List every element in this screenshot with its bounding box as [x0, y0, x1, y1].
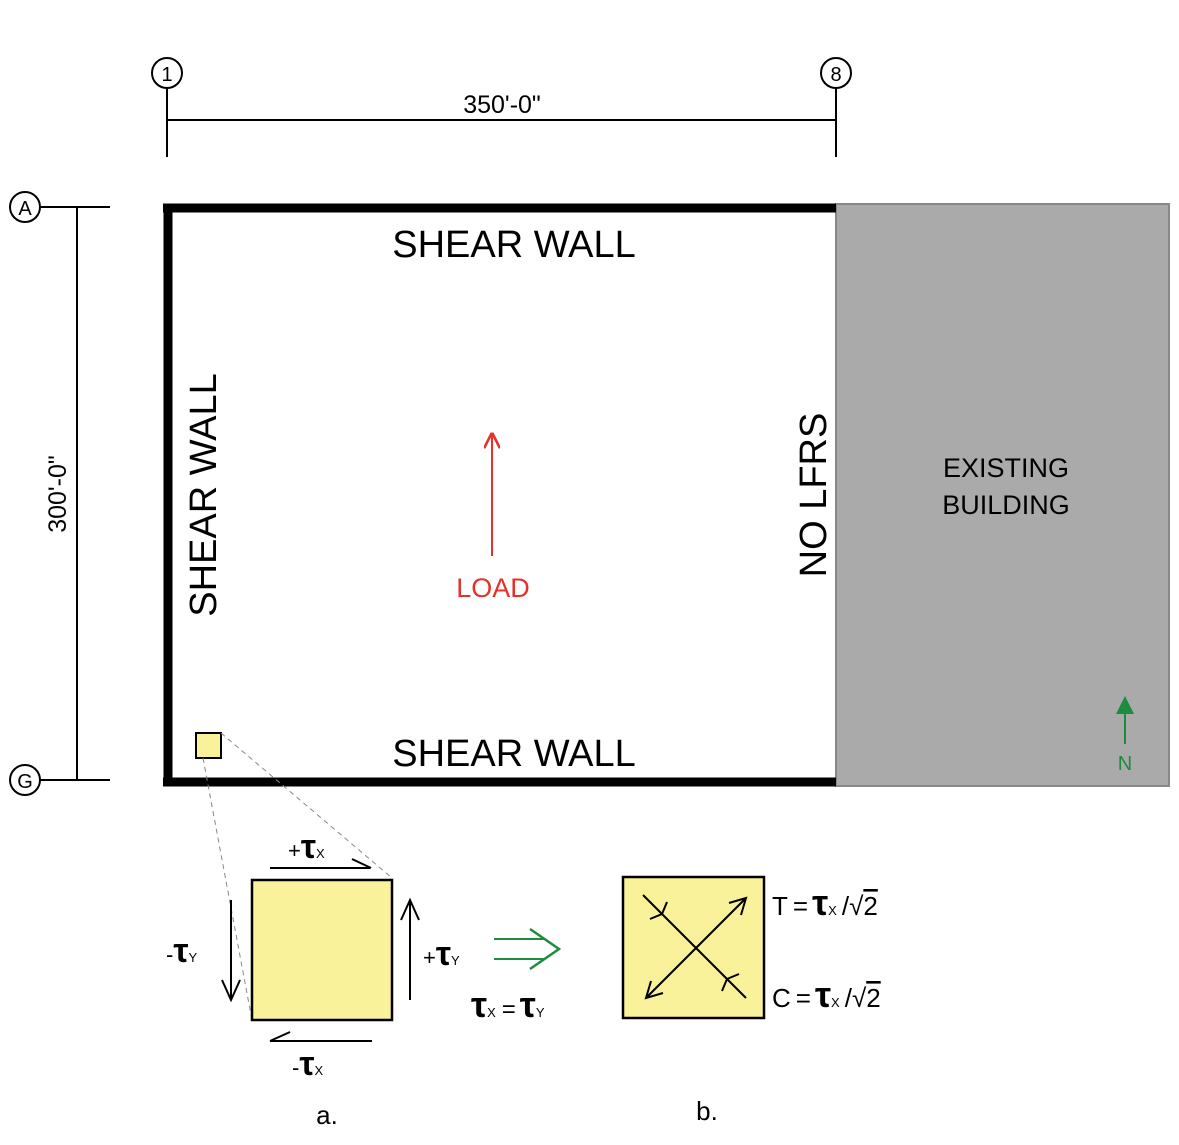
north-arrow: N	[1116, 696, 1134, 775]
tau-label-right: +τY	[423, 935, 460, 973]
shear-arrow-bottom-head	[269, 1031, 291, 1042]
shear-arrow-top-head	[351, 858, 372, 869]
leader-line-left	[202, 757, 253, 1021]
shear-element-marker	[195, 732, 222, 759]
tau-label-left: -τY	[166, 932, 198, 970]
north-wall-label: SHEAR WALL	[392, 224, 636, 266]
leader-line-right	[220, 732, 393, 879]
tau-label-bottom: -τX	[292, 1045, 324, 1083]
width-dimension-label: 350'-0"	[463, 91, 541, 119]
compression-arrow-se	[721, 973, 740, 992]
tau-equality: τX=τY	[471, 984, 545, 1025]
grid-label-8: 8	[830, 64, 841, 86]
west-wall-label: SHEAR WALL	[183, 373, 225, 617]
detail-b: T=τX/√2 C=τX/√2 b.	[621, 875, 881, 1126]
tau-label-top: +τX	[288, 828, 325, 866]
shear-arrow-left-head	[221, 979, 241, 1003]
east-edge-label: NO LFRS	[793, 413, 835, 578]
existing-building-label-line2: BUILDING	[942, 490, 1070, 520]
implies-arrow	[494, 927, 562, 971]
tension-arrow-sw	[644, 980, 664, 1000]
compression-diagonal	[642, 894, 747, 999]
existing-building-label-line1: EXISTING	[943, 453, 1069, 483]
height-dimension-label: 300'-0"	[44, 455, 72, 533]
shear-arrow-right-head	[400, 897, 420, 921]
compression-arrow-nw	[649, 901, 668, 920]
grid-label-g: G	[17, 771, 33, 793]
shear-walls	[163, 203, 836, 787]
north-label: N	[1118, 753, 1132, 775]
load-label: LOAD	[456, 573, 530, 603]
grid-label-1: 1	[161, 64, 172, 86]
compression-label: C=τX/√2	[772, 974, 881, 1015]
element-a-square	[250, 878, 394, 1022]
caption-b: b.	[696, 1096, 718, 1126]
south-wall-label: SHEAR WALL	[392, 733, 636, 775]
detail-a: +τX +τY -τY -τX a.	[166, 828, 460, 1130]
tension-label: T=τX/√2	[772, 882, 878, 923]
grid-dimensions: 1 8 350'-0" A G 300'-0"	[9, 57, 852, 796]
grid-label-a: A	[18, 198, 32, 220]
tension-arrow-ne	[728, 896, 748, 916]
north-arrow-head	[1116, 696, 1134, 714]
caption-a: a.	[316, 1100, 338, 1130]
existing-building	[835, 203, 1170, 787]
